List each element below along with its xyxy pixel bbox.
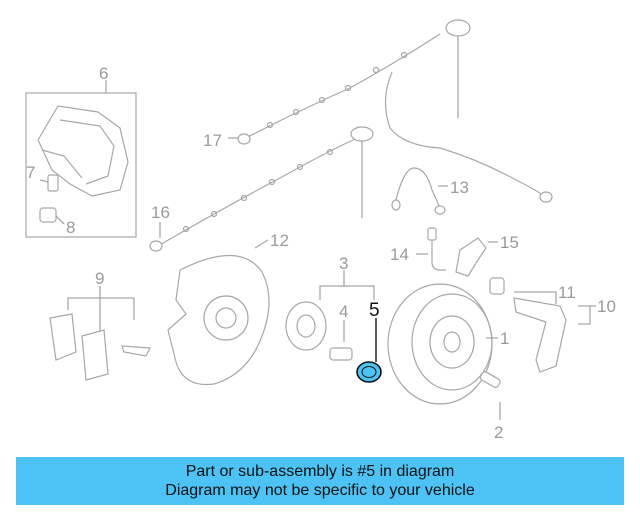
label-part-3: 3 (339, 254, 348, 273)
brake-pads-group (49, 286, 151, 381)
sensor-wire-13[interactable] (395, 167, 441, 209)
caliper-carrier[interactable] (513, 297, 567, 373)
info-banner: Part or sub-assembly is #5 in diagram Di… (16, 457, 624, 505)
label-part-17: 17 (203, 131, 222, 150)
abs-wires-group (149, 19, 553, 252)
caliper-bolt[interactable] (47, 174, 59, 192)
abs-sensor[interactable] (455, 237, 487, 277)
label-part-2: 2 (494, 423, 503, 442)
part-5-cap[interactable] (356, 361, 382, 383)
banner-line-2: Diagram may not be specific to your vehi… (165, 482, 475, 499)
dust-shield[interactable] (167, 254, 270, 386)
label-part-1: 1 (500, 329, 509, 348)
caliper-group (25, 80, 137, 238)
label-part-11: 11 (558, 283, 576, 302)
label-part-6: 6 (99, 64, 108, 83)
rotor-group (387, 283, 501, 420)
abs-wire-branch[interactable] (384, 71, 545, 197)
label-part-8: 8 (66, 218, 75, 237)
carrier-bushing[interactable] (489, 277, 505, 295)
caliper-box (25, 92, 137, 238)
label-part-13: 13 (450, 178, 469, 197)
brake-rotor[interactable] (387, 283, 493, 405)
part-5-group (356, 318, 382, 383)
banner-line-1: Part or sub-assembly is #5 in diagram (185, 463, 455, 480)
bleeder-cap[interactable] (39, 207, 57, 223)
brake-pad-left[interactable] (49, 313, 77, 361)
label-part-10: 10 (597, 297, 616, 316)
label-part-14: 14 (390, 245, 409, 264)
abs-wire-17[interactable] (245, 33, 441, 139)
brake-pad-right[interactable] (81, 329, 109, 381)
hub-bolt[interactable] (329, 347, 353, 361)
label-part-7: 7 (26, 163, 35, 182)
label-part-12: 12 (270, 231, 289, 250)
dust-shield-group (167, 239, 270, 386)
sensor-group (391, 167, 498, 277)
label-part-5: 5 (369, 300, 380, 321)
abs-wire-16[interactable] (157, 135, 363, 247)
rotor-screw[interactable] (479, 371, 501, 389)
wheel-hub[interactable] (285, 301, 327, 351)
sensor-wire-14[interactable] (431, 232, 446, 271)
label-part-16: 16 (151, 203, 170, 222)
parts-diagram: 6 7 8 9 16 17 12 3 4 5 1 2 13 14 15 11 1… (25, 19, 616, 442)
carrier-group (489, 277, 596, 373)
label-part-15: 15 (500, 233, 519, 252)
label-part-4: 4 (339, 302, 348, 321)
caliper-body[interactable] (37, 105, 129, 197)
label-part-9: 9 (95, 269, 104, 288)
hub-group (285, 270, 375, 361)
pad-clip[interactable] (121, 345, 151, 357)
